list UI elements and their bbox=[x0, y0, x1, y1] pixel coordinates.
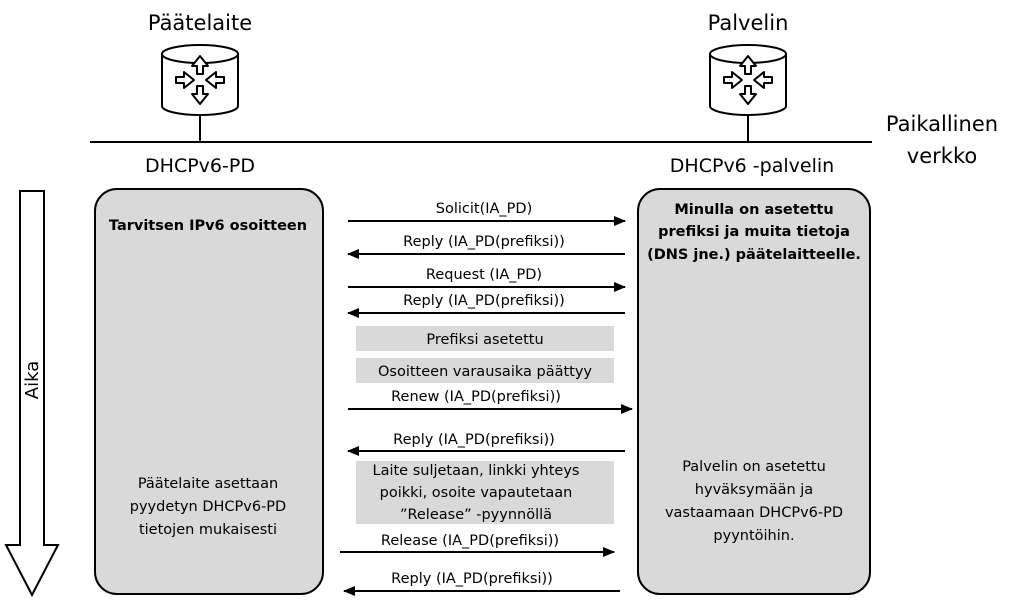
message-reply-4-label: Reply (IA_PD(prefiksi)) bbox=[391, 571, 553, 587]
client-result-line-2: pyydetyn DHCPv6-PD bbox=[130, 499, 286, 515]
server-config-line-4: pyyntöihin. bbox=[713, 528, 794, 544]
server-router-icon bbox=[709, 44, 787, 116]
message-request-label: Request (IA_PD) bbox=[426, 267, 542, 283]
server-config-line-2: hyväksymään ja bbox=[695, 482, 813, 498]
server-role-label: DHCPv6 -palvelin bbox=[670, 155, 834, 177]
time-axis-arrow bbox=[4, 190, 60, 598]
message-reply-3-label: Reply (IA_PD(prefiksi)) bbox=[393, 432, 555, 448]
server-lifeline-box bbox=[637, 188, 871, 595]
server-config-line-3: vastaamaan DHCPv6-PD bbox=[665, 505, 843, 521]
client-result-line-3: tietojen mukaisesti bbox=[139, 522, 277, 538]
client-title: Päätelaite bbox=[148, 11, 252, 35]
server-config-line-1: Palvelin on asetettu bbox=[682, 459, 826, 475]
server-info-line-1: Minulla on asetettu bbox=[674, 202, 833, 218]
event-lease-expires-text: Osoitteen varausaika päättyy bbox=[378, 364, 592, 380]
message-renew-label: Renew (IA_PD(prefiksi)) bbox=[391, 389, 561, 405]
event-release-box bbox=[356, 461, 614, 524]
network-label-line2: verkko bbox=[907, 144, 977, 168]
network-label-line1: Paikallinen bbox=[886, 112, 998, 136]
event-release-line-1: Laite suljetaan, linkki yhteys bbox=[373, 463, 580, 479]
event-lease-expires-box bbox=[356, 358, 614, 383]
event-release-line-3: ”Release” -pyynnöllä bbox=[400, 507, 552, 523]
client-need-text: Tarvitsen IPv6 osoitteen bbox=[109, 218, 307, 234]
server-title: Palvelin bbox=[708, 11, 789, 35]
event-prefix-set-box bbox=[356, 326, 614, 351]
client-result-line-1: Päätelaite asettaan bbox=[138, 476, 278, 492]
message-reply-2-label: Reply (IA_PD(prefiksi)) bbox=[403, 293, 565, 309]
client-router-icon bbox=[161, 44, 239, 116]
time-axis-label: Aika bbox=[22, 361, 43, 399]
client-role-label: DHCPv6-PD bbox=[145, 155, 255, 177]
server-info-line-2: prefiksi ja muita tietoja bbox=[658, 224, 850, 240]
message-solicit-label: Solicit(IA_PD) bbox=[436, 201, 533, 217]
event-prefix-set-text: Prefiksi asetettu bbox=[426, 332, 543, 348]
event-release-line-2: poikki, osoite vapautetaan bbox=[380, 485, 573, 501]
message-reply-1-label: Reply (IA_PD(prefiksi)) bbox=[403, 234, 565, 250]
server-info-line-3: (DNS jne.) päätelaitteelle. bbox=[647, 247, 861, 263]
client-lifeline-box bbox=[94, 188, 324, 595]
message-release-label: Release (IA_PD(prefiksi)) bbox=[381, 533, 559, 549]
